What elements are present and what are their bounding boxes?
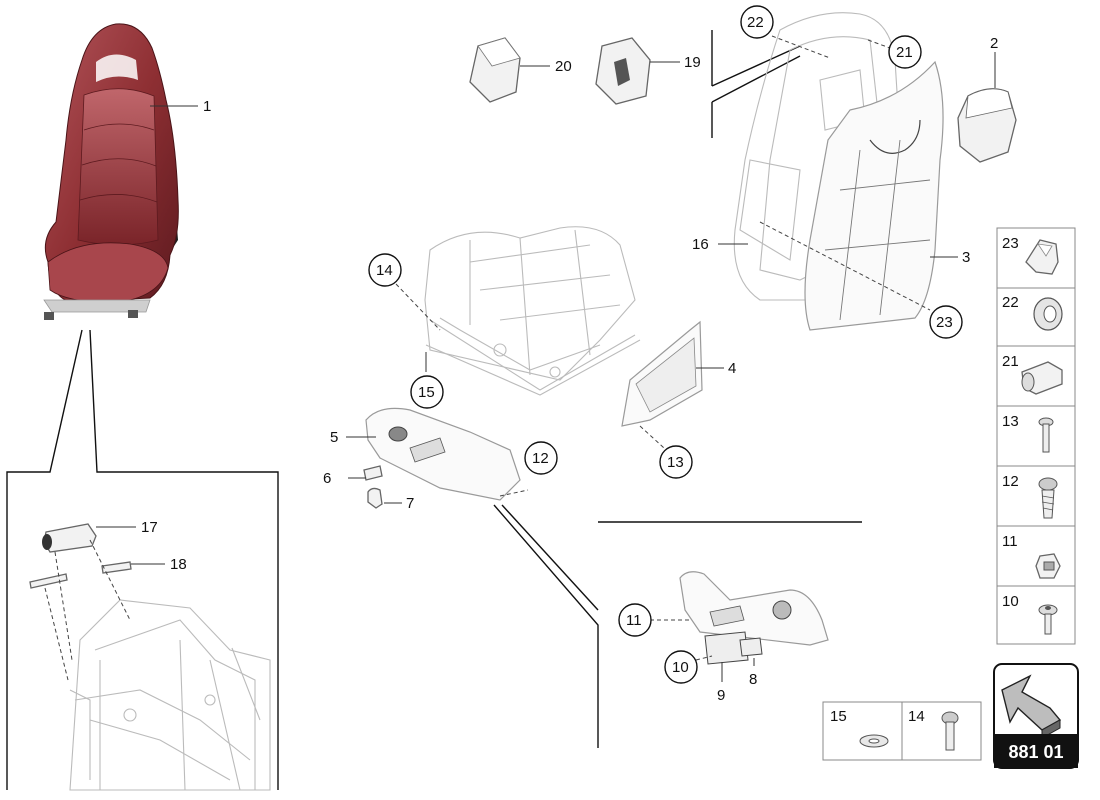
part-7 <box>367 487 383 509</box>
backrest-frame <box>733 12 901 301</box>
callout-13: 13 <box>667 454 684 471</box>
callout-17: 17 <box>141 519 158 536</box>
fastener-label-23: 23 <box>1002 235 1019 252</box>
callout-11: 11 <box>626 612 642 629</box>
seat-frame-detail <box>69 599 271 791</box>
clip-23-icon <box>1025 239 1059 275</box>
part-4 <box>621 320 703 427</box>
washer-15-icon <box>859 734 889 748</box>
part-19 <box>595 37 651 105</box>
screw-10-icon <box>1038 604 1058 635</box>
fastener-label-22: 22 <box>1002 294 1019 311</box>
fastener-label-11: 11 <box>1002 533 1018 550</box>
page-reference-code: 881 01 <box>1008 742 1063 762</box>
callout-10: 10 <box>672 659 689 676</box>
callout-22: 22 <box>747 14 764 31</box>
callout-12: 12 <box>532 450 549 467</box>
page-reference-badge: 881 01 <box>993 663 1079 769</box>
backrest-cover-part-3 <box>804 60 944 331</box>
callout-9: 9 <box>717 687 725 704</box>
part-6 <box>363 465 383 481</box>
bolt-14-icon <box>941 711 959 751</box>
part-2 <box>957 88 1017 163</box>
bottom-label-15: 15 <box>830 708 847 725</box>
fastener-label-10: 10 <box>1002 593 1019 610</box>
callout-21: 21 <box>896 44 913 61</box>
cable-part <box>29 573 68 589</box>
bottom-fastener-table: 15 14 <box>822 701 982 761</box>
switch-panel-part <box>679 571 829 665</box>
fastener-label-13: 13 <box>1002 413 1019 430</box>
screw-13-icon <box>1038 417 1054 453</box>
callout-3: 3 <box>962 249 970 266</box>
motor-part <box>42 523 97 553</box>
arrow-icon <box>1001 674 1062 739</box>
fastener-label-21: 21 <box>1002 353 1019 370</box>
seat-assembly-image <box>43 23 179 320</box>
sleeve-21-icon <box>1021 361 1063 395</box>
nut-11-icon <box>1035 553 1061 579</box>
callout-15: 15 <box>418 384 435 401</box>
callout-20: 20 <box>555 58 572 75</box>
callout-2: 2 <box>990 35 998 52</box>
screw-12-icon <box>1038 477 1058 519</box>
part-20 <box>469 37 521 103</box>
callout-16: 16 <box>692 236 709 253</box>
grommet-22-icon <box>1033 297 1063 331</box>
callout-6: 6 <box>323 470 331 487</box>
callout-8: 8 <box>749 671 757 688</box>
cable-part-18 <box>101 561 132 574</box>
bottom-label-14: 14 <box>908 708 925 725</box>
callout-1: 1 <box>203 98 211 115</box>
fastener-table: 23 22 21 13 12 11 10 <box>996 227 1076 645</box>
fastener-label-12: 12 <box>1002 473 1019 490</box>
callout-7: 7 <box>406 495 414 512</box>
part-5 <box>365 407 521 501</box>
callout-23: 23 <box>936 314 953 331</box>
callout-18: 18 <box>170 556 187 573</box>
callout-5: 5 <box>330 429 338 446</box>
callout-19: 19 <box>684 54 701 71</box>
cushion-frame <box>424 226 641 396</box>
callout-14: 14 <box>376 262 393 279</box>
callout-4: 4 <box>728 360 736 377</box>
